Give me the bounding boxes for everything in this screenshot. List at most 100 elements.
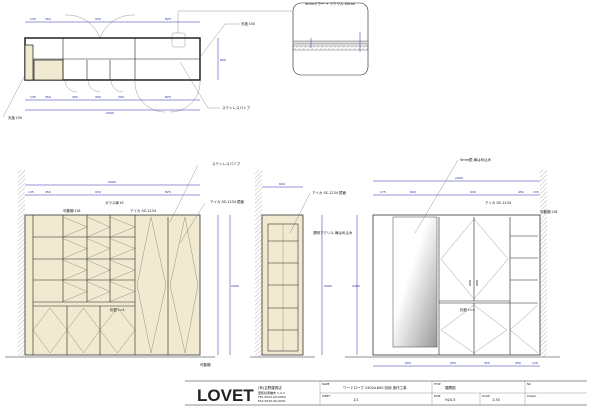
drawing-scale: 1:30 xyxy=(492,398,500,402)
drawing-title: 展開図 xyxy=(445,385,456,390)
drawing-line xyxy=(62,238,88,249)
title-block: LOVET (有)吉野建具店 愛知県豊橋市 1-2-3 TEL 0532-00-… xyxy=(185,380,587,406)
drawing-line xyxy=(136,284,152,354)
drawing-line xyxy=(86,248,111,259)
detail-label: 5mmミラー + アクリル t3mm xyxy=(305,1,356,6)
dim-text: 135 xyxy=(30,95,36,99)
sheet-value: 1/1 xyxy=(353,398,359,402)
field-label: TITLE xyxy=(434,382,441,386)
drawing-line xyxy=(62,248,88,259)
drawing-line xyxy=(169,216,186,286)
dim-text: 450 xyxy=(45,95,51,99)
drawing-line xyxy=(109,269,136,281)
dim-total: 2400 xyxy=(455,176,463,180)
field-label: DATE xyxy=(434,394,441,398)
dim-text: 450 xyxy=(45,17,51,21)
dim-text: 825 xyxy=(165,17,171,21)
drawing-line xyxy=(62,281,88,292)
dim-text: 450 xyxy=(450,361,456,365)
field-label: NO xyxy=(527,382,531,386)
field-label: SCALE xyxy=(482,394,490,398)
drawing-line xyxy=(49,329,68,354)
callout: 化粧 t=4 xyxy=(110,307,125,312)
callout: ステンレスパイプ xyxy=(222,105,250,110)
dim-total: 2400 xyxy=(106,111,114,115)
mirror xyxy=(392,216,438,348)
drawing-line xyxy=(109,259,136,271)
callout: 透明アクリル 扉はめ込み xyxy=(313,230,353,235)
drawing-line xyxy=(109,281,136,292)
dim-text: 450 xyxy=(518,190,524,194)
drawing-line xyxy=(49,307,68,331)
drawing-line xyxy=(86,216,111,228)
elevation-b: 600 2400 アイカ SS-1234 鏡面 透明アクリル 扉はめ込み xyxy=(250,170,353,358)
callout: アイカ SS-1234 鏡面 xyxy=(210,199,245,204)
dim-text: 300 xyxy=(118,95,124,99)
callout: 5mm鏡 扉はめ込み xyxy=(460,157,492,162)
drawing-line xyxy=(117,329,136,354)
drawing-line xyxy=(136,216,152,286)
company-tel: TEL 0532-00-0000 xyxy=(257,395,286,399)
callout: 可動棚 t18 xyxy=(63,208,80,213)
drawing-line xyxy=(109,226,136,238)
drawing-line xyxy=(169,284,186,354)
callout: アイカ SS-1234 xyxy=(130,208,157,213)
section-detail: 5mmミラー + アクリル t3mm xyxy=(292,1,369,76)
dim-text: 930 xyxy=(470,190,476,194)
drawing-line xyxy=(62,216,88,228)
drawing-line xyxy=(109,248,136,259)
drawing-line xyxy=(32,307,51,331)
drawing-line xyxy=(109,291,136,302)
dim-text: 135 xyxy=(533,190,539,194)
dim-text: 300 xyxy=(72,95,78,99)
field-label: NAME xyxy=(322,382,330,386)
dim-text: 600 xyxy=(410,190,416,194)
dim-text: 135 xyxy=(30,17,36,21)
company-fax: FAX 0532-00-0001 xyxy=(258,399,286,403)
dim-height: 2400 xyxy=(352,284,360,288)
drawing-line xyxy=(109,238,136,249)
dim-total: 600 xyxy=(279,182,285,186)
field-label: SHEET xyxy=(322,394,331,398)
callout: 可動棚 xyxy=(200,362,211,367)
drawing-line xyxy=(83,307,101,331)
company-logo: LOVET xyxy=(197,386,254,405)
drawing-date: H24.5 xyxy=(445,398,455,402)
dim-depth: 600 xyxy=(220,58,226,62)
drawing-line xyxy=(62,259,88,271)
dim-text: 175 xyxy=(380,190,386,194)
dim-text: 825 xyxy=(165,95,171,99)
callout: アイカ SS-1234 鏡面 xyxy=(312,190,347,195)
drawing-line xyxy=(86,238,111,249)
drawing-line xyxy=(86,226,111,238)
dim-text: 135 xyxy=(28,190,34,194)
elevation-c: 2400 175 600 930 450 135 2400 600 450 45… xyxy=(345,157,560,367)
company-address: 愛知県豊橋市 1-2-3 xyxy=(258,390,285,395)
door-swing xyxy=(64,14,136,39)
cabinet-body xyxy=(24,214,201,356)
drawing-line xyxy=(32,329,51,354)
drawing-line xyxy=(184,216,199,286)
drawing-line xyxy=(99,329,118,354)
dim-text: 300 xyxy=(95,95,101,99)
plan-shelf-area xyxy=(33,59,64,81)
company-name: (有)吉野建具店 xyxy=(258,385,282,390)
dim-text: 450 xyxy=(515,361,521,365)
drawing-line xyxy=(150,284,167,354)
callout: アイカ SS-1234 xyxy=(485,200,512,205)
drawing-line xyxy=(62,291,88,302)
drawing-line xyxy=(184,284,199,354)
plan-view: 135 450 930 825 135 450 300 300 300 825 … xyxy=(2,10,292,120)
plan-side-panel xyxy=(24,44,34,81)
drawing-line xyxy=(62,226,88,238)
dim-height: 2400 xyxy=(324,284,332,288)
dim-height: 2400 xyxy=(231,284,239,288)
drawing-line xyxy=(109,216,136,228)
drawing-name: ワードローブ 2400×600 収納 造作工事 xyxy=(343,385,407,390)
dim-text: 450 xyxy=(45,190,51,194)
callout: 天板 t30 xyxy=(241,21,255,26)
callout: 可動棚 t18 xyxy=(540,209,557,214)
dim-text: 930 xyxy=(95,17,101,21)
drawing-line xyxy=(86,281,111,292)
